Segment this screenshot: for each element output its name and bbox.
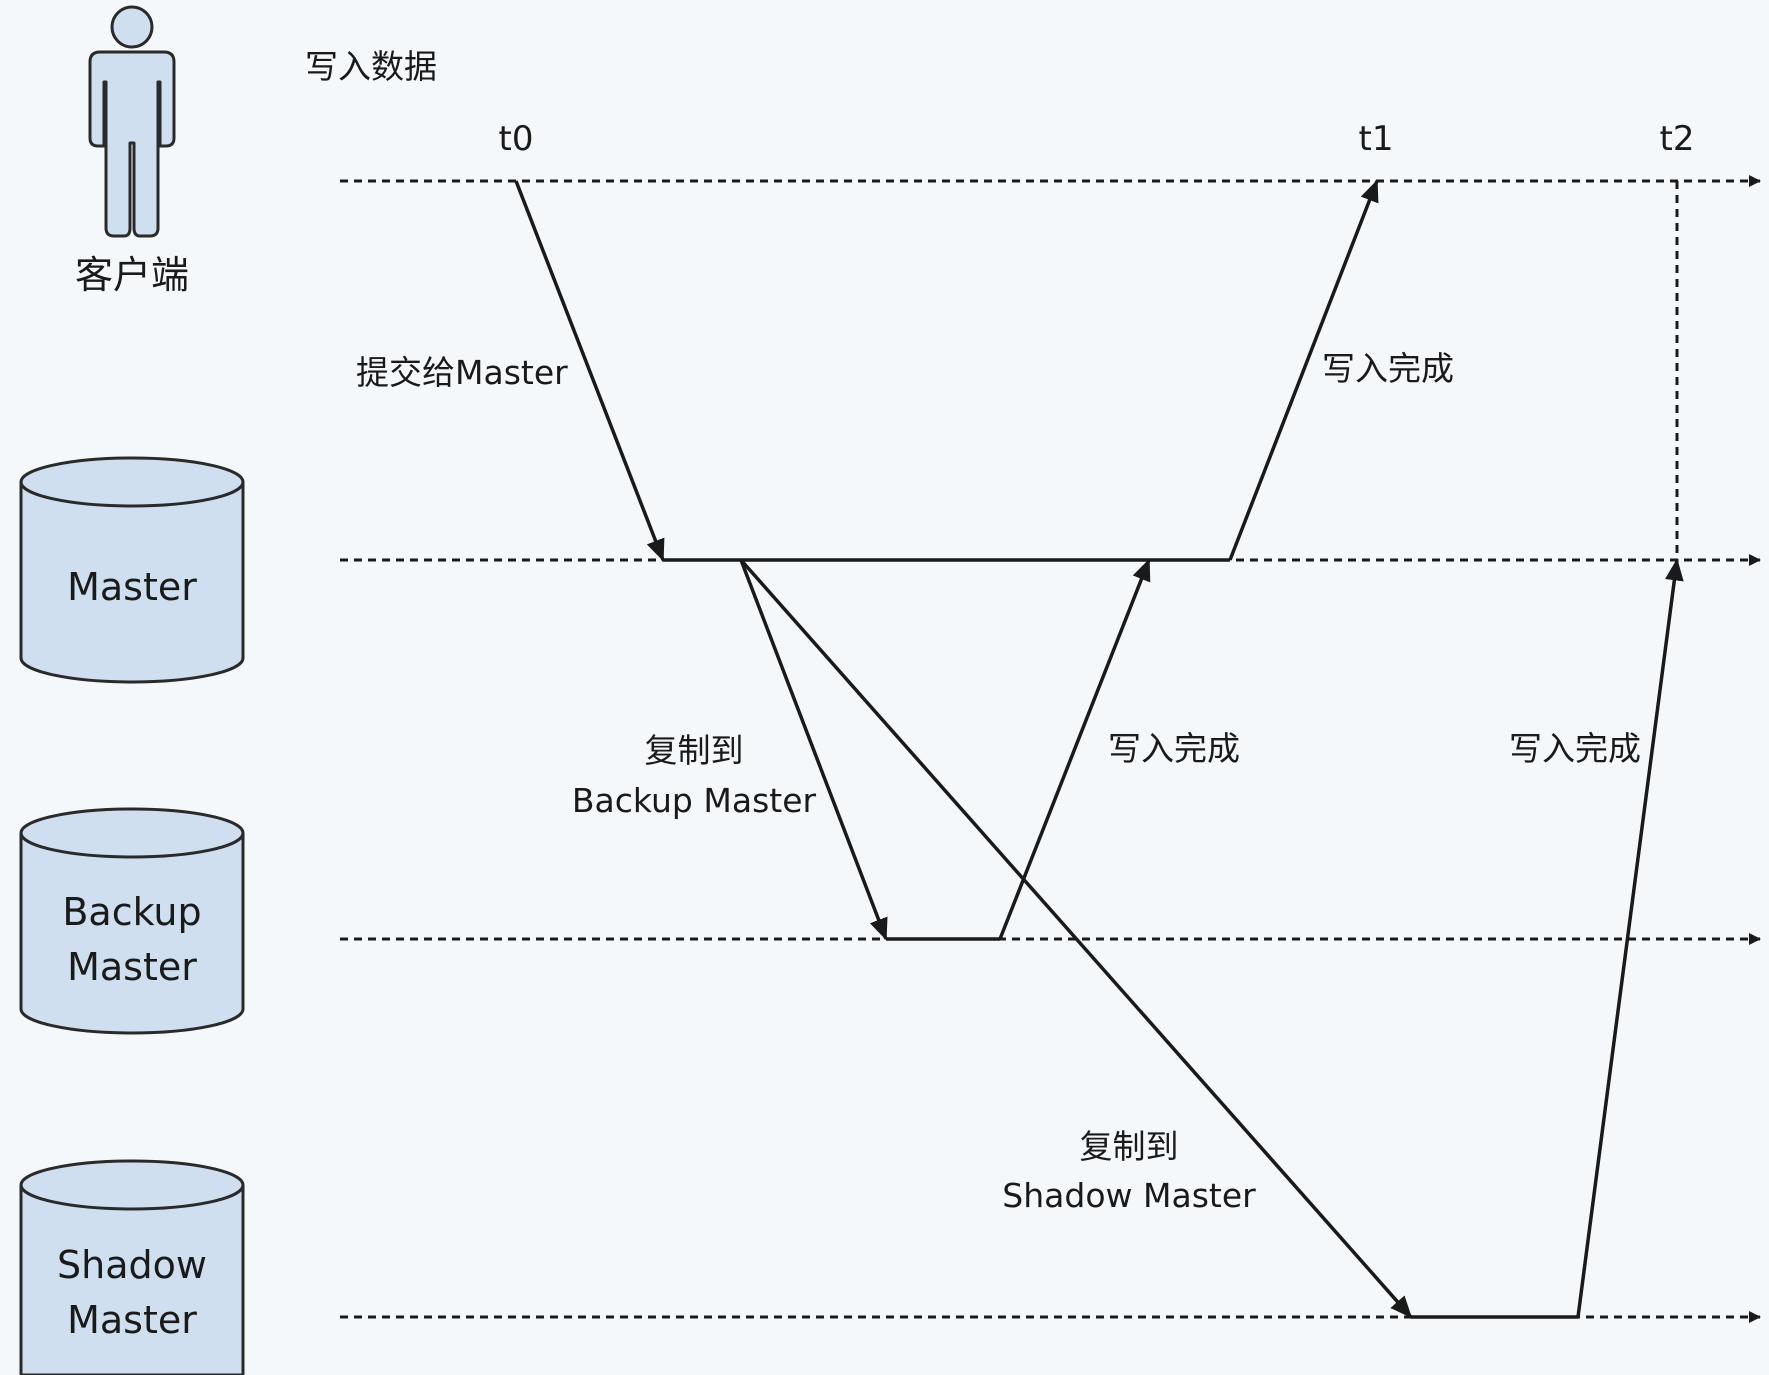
shadow-master-label-line1: Shadow	[57, 1243, 207, 1287]
backup-master-label-line1: Backup	[62, 890, 201, 934]
replicate-shadow-label-line1: 复制到	[1080, 1127, 1179, 1166]
submit-label: 提交给Master	[356, 353, 568, 392]
replicate-backup-label-line2: Backup Master	[572, 781, 817, 820]
backup-master-label-line2: Master	[67, 945, 197, 989]
write-complete-to-client-arrow	[1228, 179, 1379, 561]
master-cylinder-top	[19, 456, 245, 508]
shadow-master-label-line2: Master	[67, 1298, 197, 1342]
backup-master-cylinder-body	[19, 833, 245, 1035]
replicate-to-backup-arrow	[739, 559, 888, 941]
replicate-to-shadow-arrow	[739, 558, 1413, 1319]
shadow-master-cylinder-top	[19, 1159, 245, 1211]
master-label: Master	[67, 565, 197, 609]
client-actor: 客户端	[75, 5, 189, 297]
backup-ack-label: 写入完成	[1108, 729, 1240, 768]
submit-to-master-arrow	[514, 180, 665, 562]
master-cylinder-body	[19, 482, 245, 684]
shadow-write-complete-arrow	[1576, 558, 1684, 1318]
person-icon	[88, 5, 176, 238]
client-label: 客户端	[75, 253, 189, 297]
shadow-ack-label: 写入完成	[1509, 729, 1641, 768]
shadow-master-cylinder-body	[19, 1185, 245, 1375]
time-label-t0: t0	[499, 119, 534, 159]
replicate-backup-label-line1: 复制到	[645, 731, 744, 770]
client-ack-label: 写入完成	[1322, 349, 1454, 388]
diagram-title: 写入数据	[305, 47, 437, 86]
time-label-t2: t2	[1660, 119, 1695, 159]
backup-write-complete-arrow	[998, 558, 1151, 940]
backup-master-cylinder-top	[19, 807, 245, 859]
replicate-shadow-label-line2: Shadow Master	[1002, 1176, 1256, 1215]
backup-master-node: Backup Master	[19, 807, 245, 1035]
shadow-master-node: Shadow Master	[19, 1159, 245, 1375]
time-label-t1: t1	[1359, 119, 1394, 159]
master-node: Master	[19, 456, 245, 684]
